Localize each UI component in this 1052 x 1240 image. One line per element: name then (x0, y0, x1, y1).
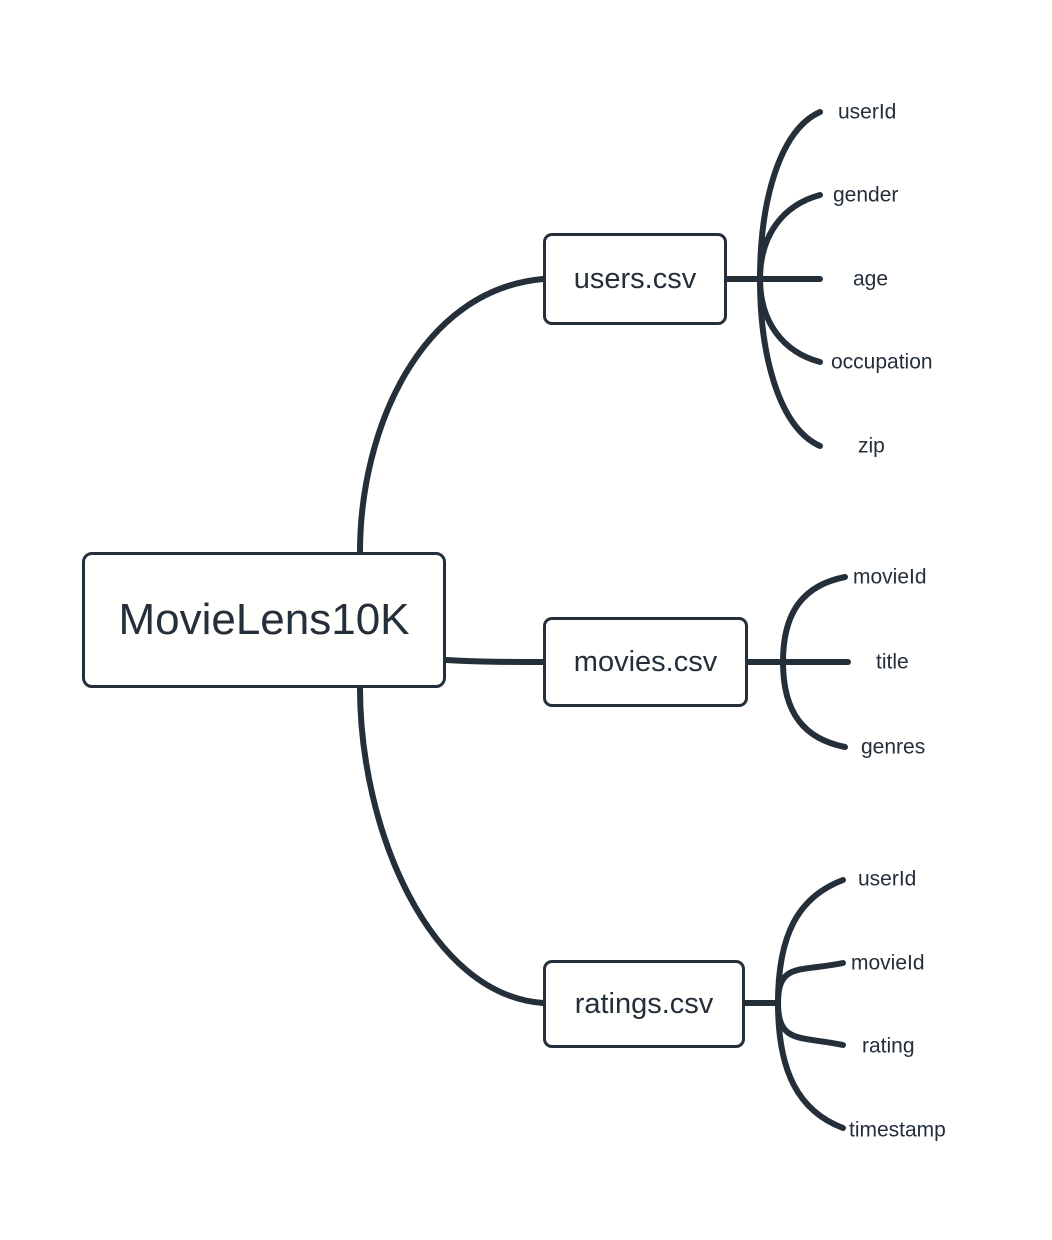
edge-ratings-leaf-timestamp (775, 1000, 846, 1131)
branch-node-ratings-csv[interactable]: ratings.csv (543, 960, 745, 1048)
leaf-label-users-age[interactable]: age (853, 267, 889, 291)
branch-node-label: ratings.csv (574, 987, 714, 1020)
leaf-label-ratings-timestamp[interactable]: timestamp (849, 1118, 946, 1142)
edge-movies-leaf-genres (780, 659, 848, 750)
root-node-label: MovieLens10K (118, 595, 410, 644)
leaf-label-movies-movieid[interactable]: movieId (853, 565, 927, 589)
edge-root-to-users (357, 276, 546, 555)
edge-root-to-ratings (357, 685, 546, 1006)
root-node-movielens10k[interactable]: MovieLens10K (82, 552, 446, 688)
branch-node-users-csv[interactable]: users.csv (543, 233, 727, 325)
edge-ratings-leaf-rating (775, 1000, 846, 1048)
leaf-label-ratings-movieid[interactable]: movieId (851, 951, 925, 975)
leaf-label-movies-title[interactable]: title (876, 650, 909, 674)
leaf-label-ratings-rating[interactable]: rating (862, 1034, 915, 1058)
leaf-label-users-zip[interactable]: zip (858, 434, 885, 458)
branch-node-label: users.csv (573, 262, 697, 295)
edge-root-to-movies (443, 657, 546, 665)
leaf-label-users-gender[interactable]: gender (833, 183, 899, 207)
leaf-label-users-occupation[interactable]: occupation (831, 350, 933, 374)
leaf-label-movies-genres[interactable]: genres (861, 735, 926, 759)
edge-movies-leaf-movieid (780, 574, 848, 665)
leaf-label-users-userid[interactable]: userId (838, 100, 897, 124)
branch-node-label: movies.csv (573, 645, 718, 678)
edge-ratings-leaf-movieid (775, 960, 846, 1006)
edge-ratings-leaf-userid (775, 877, 846, 1006)
edge-users-leaf-gender (757, 192, 823, 282)
leaf-label-ratings-userid[interactable]: userId (858, 867, 917, 891)
branch-node-movies-csv[interactable]: movies.csv (543, 617, 748, 707)
edge-users-leaf-occupation (757, 276, 823, 365)
edge-users-leaf-zip (757, 276, 823, 449)
